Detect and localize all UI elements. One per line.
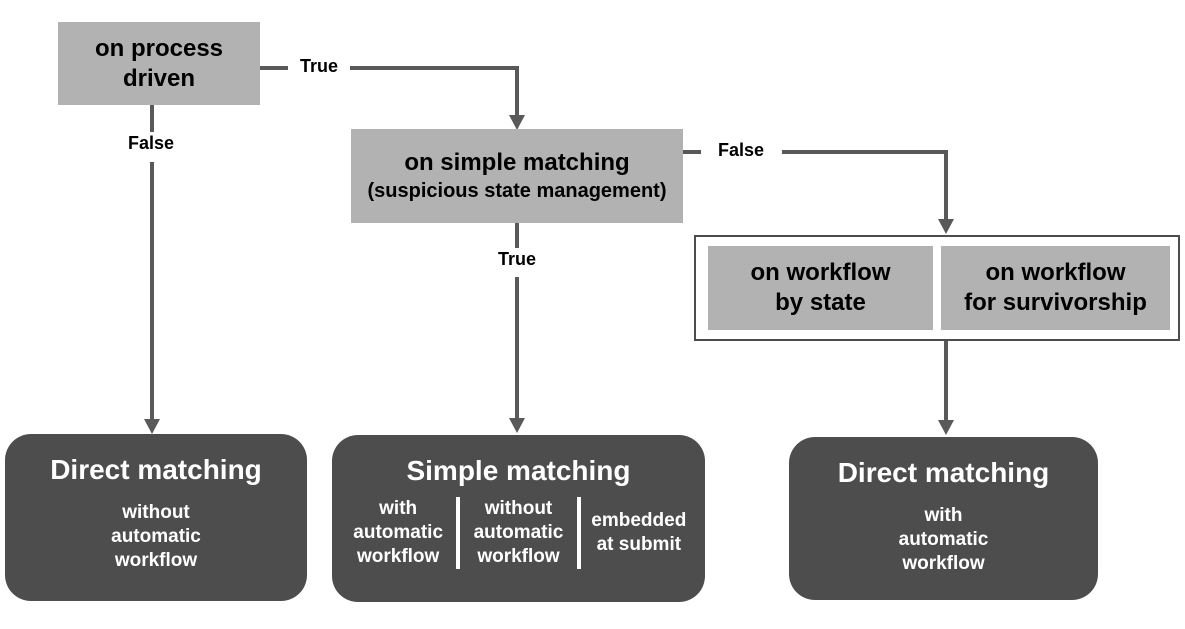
workflow-options-group: on workflow by state on workflow for sur…	[694, 235, 1180, 341]
decision-simple-matching-label: on simple matching	[404, 149, 630, 176]
decision-workflow-by-state: on workflow by state	[708, 246, 933, 330]
decision-workflow-by-state-label: on workflow by state	[750, 259, 891, 316]
edge-false-2-label: False	[717, 140, 765, 160]
option-divider	[456, 497, 461, 569]
edge-true-1-hline	[350, 66, 519, 70]
edge-false-2-stub	[683, 150, 701, 154]
edge-true-1-label: True	[299, 56, 338, 76]
edge-false-1-stub	[150, 105, 154, 132]
decision-simple-matching-sublabel: (suspicious state management)	[367, 180, 667, 202]
edge-group-vline	[944, 341, 948, 421]
edge-false-1-vline	[150, 162, 154, 419]
result-direct-matching-without: Direct matching without automatic workfl…	[5, 434, 307, 601]
edge-true-2-label: True	[497, 249, 536, 269]
edge-true-2-vline	[515, 277, 519, 418]
result-option-embedded-at-submit: embedded at submit	[591, 510, 687, 555]
edge-true-2-stub	[515, 223, 519, 248]
result-subtitle: with automatic workflow	[898, 505, 989, 574]
result-simple-matching: Simple matching with automatic workflow …	[332, 435, 705, 602]
decision-simple-matching: on simple matching (suspicious state man…	[351, 129, 683, 223]
result-title: Direct matching	[837, 457, 1050, 488]
arrowhead-down-icon	[509, 418, 525, 433]
edge-false-2-hline	[782, 150, 948, 154]
edge-true-1-stub	[260, 66, 288, 70]
decision-process-driven-label: on process driven	[94, 34, 224, 92]
decision-process-driven: on process driven	[58, 22, 260, 105]
decision-workflow-for-survivorship: on workflow for survivorship	[941, 246, 1170, 330]
result-option-with-automatic-workflow: with automatic workflow	[353, 498, 444, 567]
edge-false-1-label: False	[127, 133, 175, 153]
option-divider	[576, 497, 581, 569]
result-title: Simple matching	[406, 455, 631, 486]
edge-true-1-vline	[515, 66, 519, 116]
result-option-without-automatic-workflow: without automatic workflow	[473, 498, 564, 567]
arrowhead-down-icon	[938, 420, 954, 435]
result-options-row: with automatic workflow without automati…	[332, 497, 705, 569]
arrowhead-down-icon	[938, 219, 954, 234]
result-subtitle: without automatic workflow	[111, 502, 201, 571]
edge-false-2-vline	[944, 150, 948, 220]
arrowhead-down-icon	[509, 115, 525, 130]
result-direct-matching-with: Direct matching with automatic workflow	[789, 437, 1098, 600]
decision-workflow-for-survivorship-label: on workflow for survivorship	[964, 259, 1147, 316]
result-title: Direct matching	[50, 454, 262, 485]
arrowhead-down-icon	[144, 419, 160, 434]
